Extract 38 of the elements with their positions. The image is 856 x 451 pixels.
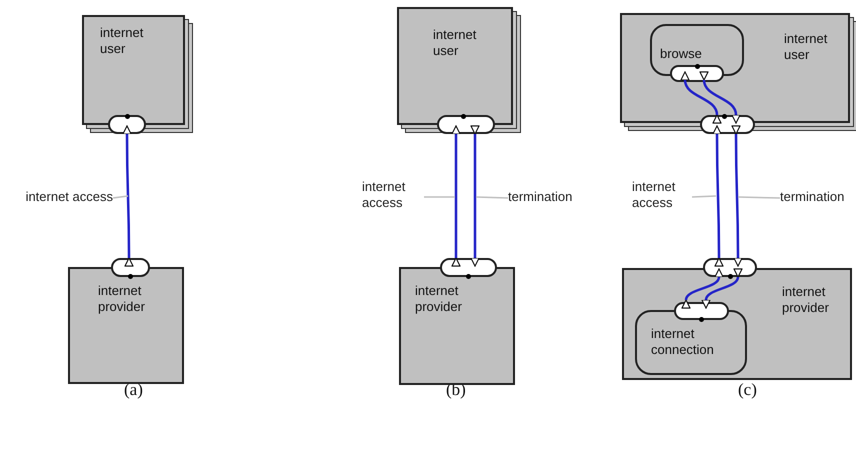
- leader-line: [738, 196, 780, 199]
- object-box: [622, 268, 852, 380]
- callout-label: internet access: [26, 189, 113, 204]
- leader-line: [424, 196, 455, 198]
- port-capsule: [674, 302, 729, 320]
- leader-line: [112, 195, 128, 199]
- box-label: internet connection: [651, 326, 715, 358]
- callout-label: internet access: [362, 179, 406, 210]
- link-arrow: [698, 70, 741, 124]
- panel-caption: (c): [738, 380, 757, 400]
- box-label: internet provider: [98, 283, 146, 315]
- panel-caption: (a): [124, 380, 143, 400]
- object-box: [399, 267, 515, 385]
- leader-line: [692, 195, 716, 198]
- object-box: [620, 13, 850, 123]
- process-box: [635, 310, 747, 375]
- link-arrow: [702, 268, 744, 308]
- object-box: [82, 15, 185, 125]
- callout-label: termination: [780, 189, 844, 204]
- box-label: internet provider: [782, 284, 830, 316]
- link-arrow: [731, 125, 743, 267]
- box-label: internet user: [784, 31, 828, 63]
- link-arrow: [122, 125, 134, 267]
- box-label: internet user: [100, 25, 144, 57]
- leader-line: [476, 196, 508, 199]
- port-capsule: [111, 258, 150, 277]
- object-box: [68, 267, 184, 384]
- callout-label: internet access: [632, 179, 676, 210]
- link-arrow: [470, 125, 480, 267]
- callout-label: termination: [508, 189, 572, 204]
- link-arrow: [451, 125, 461, 267]
- box-label: browse: [660, 46, 703, 62]
- object-box: [397, 7, 513, 125]
- box-label: internet user: [433, 27, 478, 59]
- link-arrow: [680, 268, 724, 310]
- link-arrow: [712, 125, 724, 267]
- link-arrow: [680, 71, 723, 124]
- box-label: internet provider: [415, 283, 463, 315]
